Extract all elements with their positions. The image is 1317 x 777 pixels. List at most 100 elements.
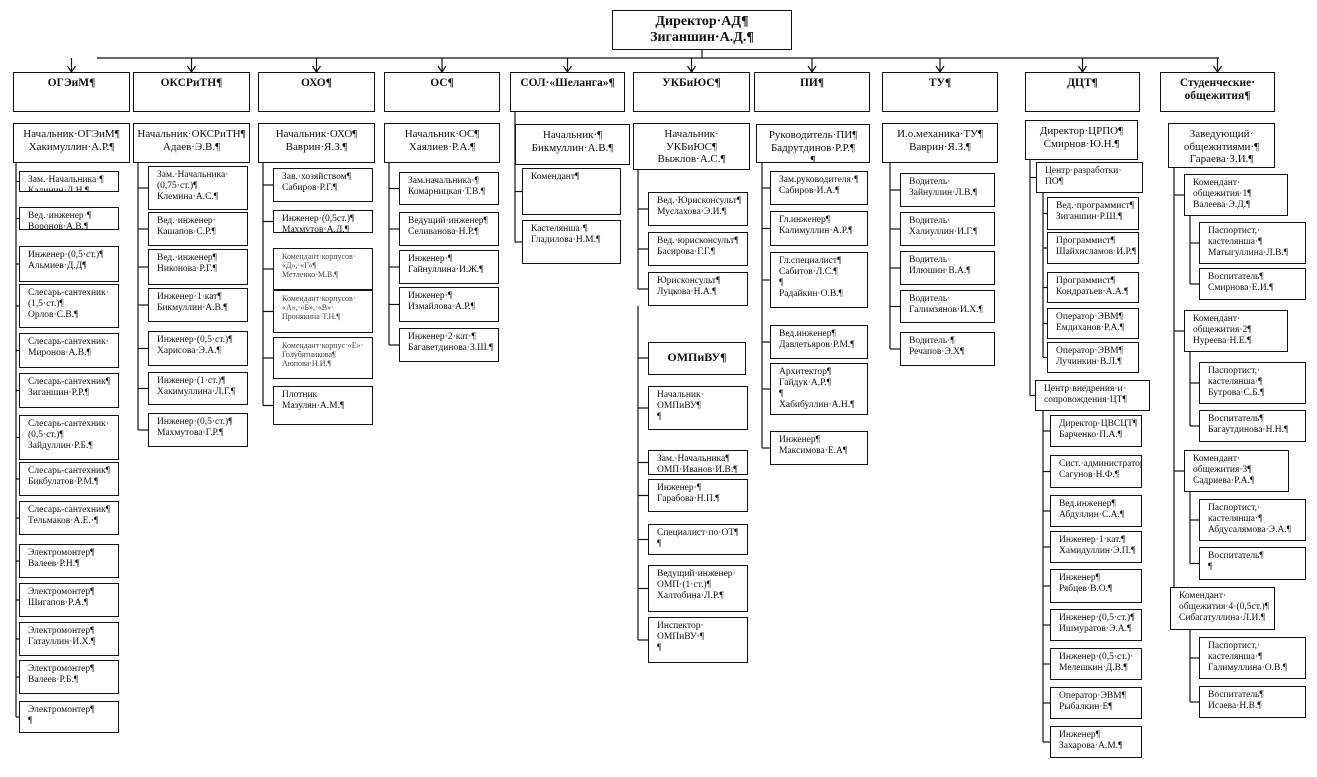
department-head-box: Начальник·¶ Бикмуллин·А.В.¶ [515, 124, 630, 165]
staff-box: Зам.руководителя·¶ Сабиров·И.А.¶ [770, 171, 868, 205]
staff-box: Слесарь-сантехник· (0,5·ст.)¶ Зайдуллин·… [19, 415, 119, 460]
staff-box: Инженер·1·кат¶ Бикмуллин·А.В.¶ [148, 288, 248, 322]
staff-box: Слесарь-сантехник¶ Бикбулатов·Р.М.¶ [19, 462, 119, 496]
staff-box: Инженер·(0,5·ст.)· Мелешкин·Д.В.¶ [1050, 648, 1142, 680]
staff-box: Программист¶ Кондратьев·А.А.¶ [1047, 272, 1139, 303]
staff-box: Комендант· общежития·1¶ Валеева·Э.Д.¶ [1184, 174, 1288, 216]
staff-box: Комендант¶ [522, 168, 621, 215]
staff-box: Ведущий·инженер¶ Селиванова·Н.Р.¶ [399, 212, 499, 246]
staff-box: Электромонтер¶ ¶ [19, 701, 119, 733]
connector-line [71, 65, 76, 73]
connector-line [567, 65, 572, 73]
staff-box: Воспитатель¶ Исаева·Н.В.¶ [1199, 686, 1306, 718]
connector-line [187, 65, 192, 73]
staff-box: Инженер¶ Захарова·А.М.¶ [1050, 726, 1142, 758]
staff-box: Начальник· ОМПиВУ¶ ¶ [648, 386, 748, 430]
staff-box: Водитель· Илюшин·В.А.¶ [900, 251, 995, 285]
staff-box: Гл.специалист¶ Сабитов·Л.С.¶ ¶ Радайкин·… [770, 252, 868, 308]
staff-box: Юрисконсульт¶ Луцкова·Н.А.¶ [648, 272, 748, 306]
staff-box: Архитектор¶ Гайдук·А.Р.¶ ¶ Хабибуллин·А.… [770, 363, 868, 415]
staff-box: Комендант· общежития·3¶ Садриева·Р.А.¶ [1184, 450, 1289, 492]
department-head-box: Начальник·ОС¶ Хаялиев·Р.А.¶ [384, 123, 500, 163]
staff-box: Оператор·ЭВМ¶ Рыбалкин·Е¶ [1050, 687, 1142, 719]
staff-box: Воспитатель¶ ¶ [1199, 547, 1306, 580]
staff-box: Оператор·ЭВМ¶ Емдиханов·Р.А.¶ [1047, 308, 1139, 339]
staff-box: Центр·внедрения·и· сопровождения·ЦТ¶ [1035, 380, 1150, 411]
department-box: ОКСРиТН¶ [133, 72, 250, 112]
staff-box: Комендант·корпус·«Е»· Голубятникова¶ Аюп… [273, 337, 373, 379]
connector-line [691, 65, 696, 73]
staff-box: Паспортист,· кастелянша·¶ Бутрова·С.Б.¶ [1199, 362, 1306, 404]
staff-box: Паспортист,· кастелянша·¶ Абдусалямова·Э… [1199, 499, 1306, 541]
staff-box: Вед.·инженер¶ Никонова·Р.Г.¶ [148, 249, 248, 285]
staff-box: Сист.·администратор¶ Сагунов·Н.Ф.¶ [1050, 455, 1142, 488]
staff-box: Оператор·ЭВМ¶ Лучинкин·В.Л.¶ [1047, 342, 1139, 373]
staff-box: Инженер·(0,5ст.)¶ Махмутов·А.Д.¶ [273, 210, 373, 233]
staff-box: Слесарь-сантехник· Миронов·А.В.¶ [19, 333, 119, 368]
staff-box: Слесарь-сантехник· (1,5·ст.)¶ Орлов·С.В.… [19, 284, 119, 328]
connector-line [935, 65, 941, 73]
staff-box: Инженер¶ Максимова·Е.А¶ [770, 431, 868, 465]
department-head-box: Начальник·ОКСРиТН¶ Адаев·Э.В.¶ [133, 123, 250, 163]
connector-line [563, 65, 568, 73]
staff-box: Зав.·хозяйством¶ Сабиров·Р.Г.¶ [273, 168, 373, 202]
staff-box: Электромонтер¶ Валеев·Р.Н.¶ [19, 544, 119, 578]
staff-box: Директор·ЦВСЦТ¶ Барченко·П.А.¶ [1050, 415, 1142, 447]
staff-box: Инспектор· ОМПиВУ·¶ ¶ [648, 617, 748, 663]
staff-box: Слесарь-сантехник¶ Зиганшин·Р.Р.¶ [19, 373, 119, 408]
director-box: Директор·АД¶ Зиганшин·А.Д.¶ [612, 10, 792, 50]
staff-box: Инженер·(0,5·ст.)¶ Ишмуратов·Э.А.¶ [1050, 609, 1142, 641]
staff-box: Инженер·1·кат.¶ Хамидуллин·Э.П.¶ [1050, 531, 1142, 563]
department-head-box: Руководитель·ПИ¶ Бадрутдинов·Р.Р.¶ ¶ [756, 124, 870, 163]
connector-line [687, 65, 692, 73]
staff-box: Вед.инженер¶ Давлетьяров·Р.М.¶ [770, 325, 868, 359]
staff-box: Зам.начальника·¶ Комарницкая·Т.В.¶ [399, 172, 499, 205]
connector-line [1082, 65, 1087, 73]
staff-box: Центр·разработки· ПО¶ [1036, 162, 1143, 193]
staff-box: Инженер·(1·ст.)¶ Хакимуллина·Л.Г.¶ [148, 372, 248, 405]
staff-box: Зам.·Начальника¶ ОМП·Иванов·И.В.¶ [648, 450, 748, 475]
connector-line [191, 65, 196, 73]
staff-box: Паспортист,· кастелянша·¶ Галимуллина·О.… [1199, 637, 1306, 679]
connector-line [1217, 65, 1222, 73]
staff-box: Программист¶ Шайхисламов·И.Р.¶ [1047, 232, 1139, 264]
connector-line [1078, 65, 1083, 73]
staff-box: Инженер·¶ Измайлова·А.Р.¶ [399, 287, 499, 322]
staff-box: Инженер·(0,5·ст.)¶ Альмиев·Д.Д¶ [19, 246, 119, 282]
staff-box: Вед.·инженер·¶ Воронов·А.В.¶ [19, 207, 119, 230]
staff-box: Водитель· Халиуллин·И.Г.¶ [900, 212, 995, 246]
connector-line [939, 65, 945, 73]
department-head-box: Заведующий· общежитиями·¶ Гараева·З.И.¶ [1168, 123, 1275, 168]
department-box: ТУ¶ [882, 72, 998, 112]
staff-box: Специалист·по·ОТ¶ ¶ [648, 524, 748, 555]
staff-box: Инженер¶ Рябцев·В.О.¶ [1050, 569, 1142, 603]
connector-line [67, 65, 72, 73]
department-box: ОГЭиМ¶ [13, 72, 130, 112]
connector-line [1213, 65, 1218, 73]
staff-box: Электромонтер¶ Гатауллин·И.Х.¶ [19, 622, 119, 656]
staff-box: Инженер·2·кат·¶ Багаветдинова·З.Ш.¶ [399, 328, 499, 362]
department-box: ОС¶ [384, 72, 500, 112]
department-head-box: Директор·ЦРПО¶ Смирнов·Ю.Н.¶ [1025, 120, 1138, 160]
staff-box: Вед.·программист¶ Зиганшин·Р.Ш.¶ [1047, 197, 1139, 230]
staff-box: Электромонтер¶ Шигапов·Р.А.¶ [19, 583, 119, 617]
staff-box: Вед.·юрисконсульт¶ Басирова·Г.Г.¶ [648, 232, 748, 266]
connector-line [441, 65, 447, 73]
staff-box: Вед.·инженер· Кашапов·С.Р.¶ [148, 212, 248, 246]
department-head-box: Начальник· УКБиЮС¶ Выжлов·А.С.¶ [633, 123, 750, 170]
department-head-box: Начальник·ОХО¶ Ваврин·Я.З.¶ [258, 123, 375, 163]
staff-box: Воспитатель¶ Смирнова·Е.И.¶ [1199, 268, 1306, 300]
staff-box: Слесарь-сантехник¶ Тельмаков·А.Е.·¶ [19, 501, 119, 535]
department-head-box: И.о.механика·ТУ¶ Ваврин·Я.З.¶ [882, 123, 998, 163]
staff-box: Инженер·(0,5·ст.)¶ Махмутова·Г.Р.¶ [148, 413, 248, 447]
staff-box: Комендант· общежития·2¶ Нуреева·Н.Е.¶ [1184, 310, 1288, 352]
connector-line [811, 65, 817, 73]
staff-box: Вед.инженер¶ Абдуллин·С.А.¶ [1050, 495, 1142, 527]
staff-box: Паспортист,· кастелянша·¶ Матыгуллина·Л.… [1199, 222, 1306, 264]
ompivu-box: ОМПиВУ¶ [648, 342, 746, 375]
staff-box: Водитель·¶ Речапов·Э.Х¶ [900, 332, 995, 366]
connector-line [807, 65, 813, 73]
staff-box: Электромонтер¶ Валеев·Р.Б.¶ [19, 660, 119, 694]
staff-box: Воспитатель¶ Багаутдинова·Н.Н.¶ [1199, 410, 1306, 442]
connector-line [312, 65, 317, 73]
